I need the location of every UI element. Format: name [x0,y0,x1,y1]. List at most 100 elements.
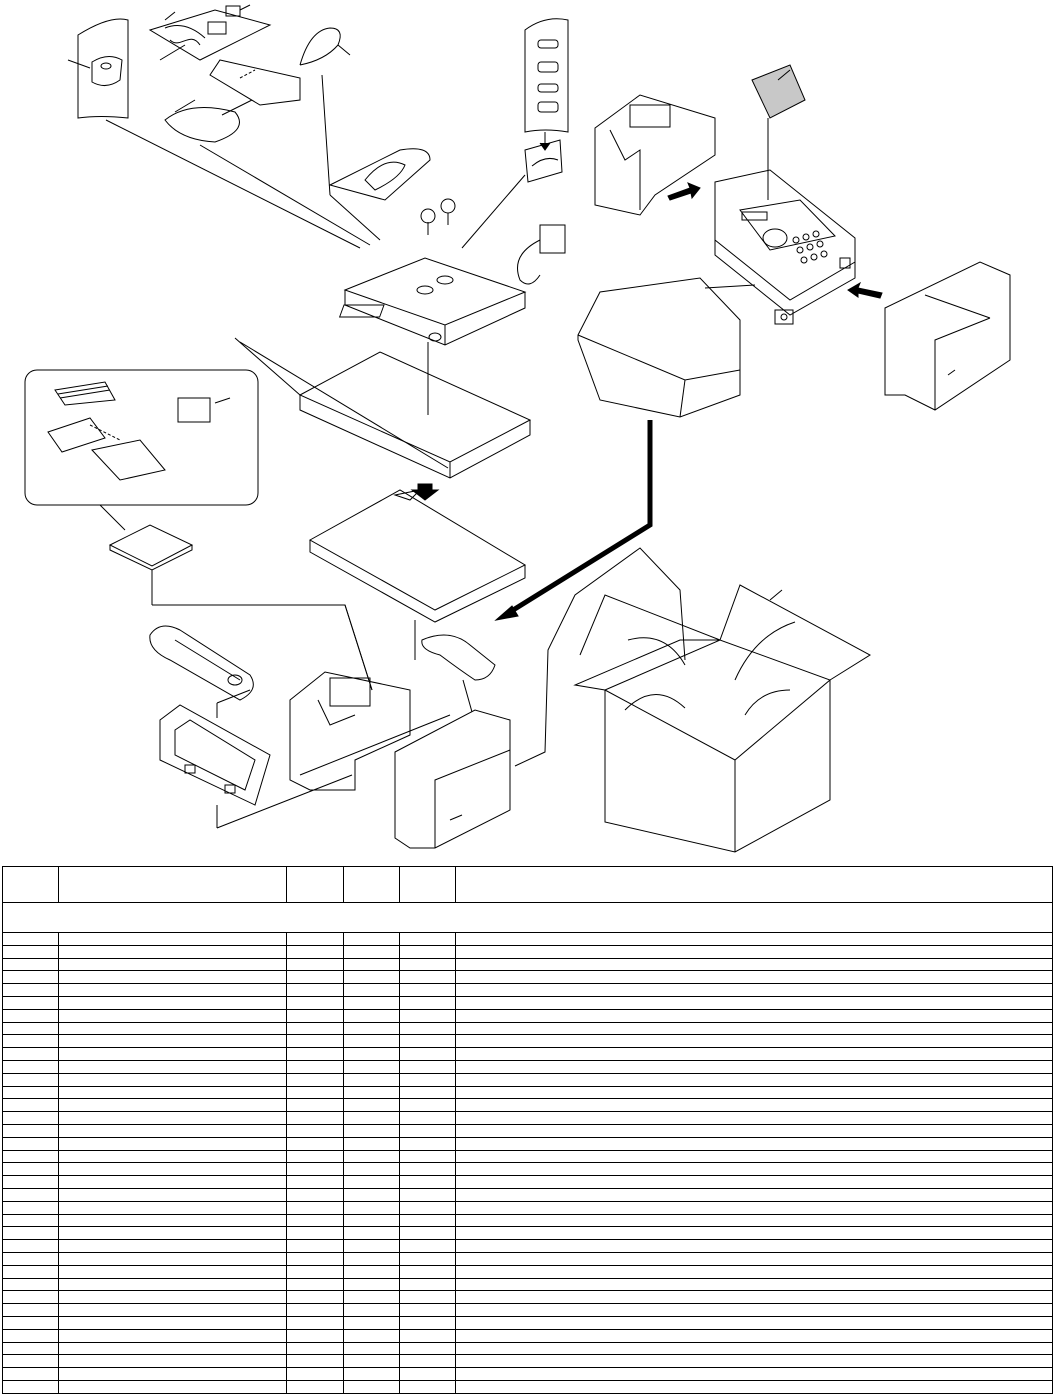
table-cell [58,1162,287,1177]
arrowhead-path [494,605,519,621]
table-cell [455,1303,1053,1317]
table-cell [2,1149,59,1164]
table-cell [455,1328,1053,1343]
table-cell [58,1034,287,1049]
table-cell [455,1162,1053,1177]
col-header-description [455,866,1053,903]
table-cell [399,1136,456,1151]
table-cell [2,1200,59,1215]
table-row [2,1047,1053,1061]
table-cell [58,1098,287,1113]
cord-holder-card [524,139,563,183]
table-cell [286,1187,344,1202]
table-cell [455,1149,1053,1164]
table-row [2,1098,1053,1113]
table-cell [2,957,59,972]
table-cell [58,1264,287,1279]
table-cell [58,1239,287,1253]
table-cell [455,1264,1053,1279]
table-row [2,1059,1053,1074]
fax-dust-cover [577,277,756,418]
table-cell [58,1354,287,1369]
table-cell [399,1290,456,1305]
table-cell [2,1379,59,1394]
table-cell [286,1098,344,1113]
table-row [2,1123,1053,1138]
table-cell [58,1277,287,1292]
table-cell [455,1367,1053,1381]
table-cell [343,1111,400,1125]
table-cell [343,1187,400,1202]
table-cell [343,1034,400,1049]
table-cell [286,1111,344,1125]
assembly-path-arrow [503,420,653,618]
table-row [2,1328,1053,1343]
table-cell [58,1123,287,1138]
handset [421,634,496,713]
table-cell [2,1136,59,1151]
table-cell [58,1072,287,1087]
table-cell [343,1213,400,1228]
table-cell [455,1277,1053,1292]
table-cell [286,1328,344,1343]
table-cell [286,1303,344,1317]
table-cell [399,1251,456,1266]
table-cell [58,1303,287,1317]
table-cell [399,970,456,985]
handset-cradle-card [67,18,129,119]
table-cell [286,1149,344,1164]
table-cell [286,944,344,959]
table-row [2,1379,1053,1394]
cardboard-pad [308,489,527,660]
table-cell [58,944,287,959]
table-cell [58,957,287,972]
table-row [2,1187,1053,1202]
table-row [2,1264,1053,1279]
table-row [2,1149,1053,1164]
table-cell [399,1213,456,1228]
table-row [2,1162,1053,1177]
table-cell [399,1034,456,1049]
table-cell [399,1277,456,1292]
table-cell [2,1047,59,1061]
table-cell [399,1303,456,1317]
table-cell [343,1367,400,1381]
leader-to-carton [514,547,686,767]
table-cell [455,1239,1053,1253]
leader-lines-top [105,74,381,249]
table-cell [343,1059,400,1074]
table-cell [58,1367,287,1381]
poly-bag [164,99,253,143]
gear-parts [420,198,456,235]
table-cell [2,1277,59,1292]
table-row [2,1367,1053,1381]
table-cell [2,995,59,1010]
table-cell [343,1277,400,1292]
table-cell [399,1354,456,1369]
table-cell [455,995,1053,1010]
table-cell [2,1098,59,1113]
table-cell [2,1175,59,1189]
keypad [792,230,828,264]
table-cell [2,1162,59,1177]
table-cell [286,1213,344,1228]
table-cell [286,1123,344,1138]
table-cell [455,1111,1053,1125]
table-cell [58,932,287,946]
table-cell [455,1034,1053,1049]
master-carton [573,584,871,853]
table-cell [58,1175,287,1189]
table-row [2,1341,1053,1356]
table-cell [286,1264,344,1279]
table-cell [286,1059,344,1074]
table-cell [2,1354,59,1369]
table-cell [455,1290,1053,1305]
table-cell [343,1047,400,1061]
table-cell [2,1239,59,1253]
table-row [2,1303,1053,1317]
table-cell [343,1098,400,1113]
table-cell [343,1175,400,1189]
table-cell [399,932,456,946]
table-cell [455,1354,1053,1369]
table-cell [58,1200,287,1215]
